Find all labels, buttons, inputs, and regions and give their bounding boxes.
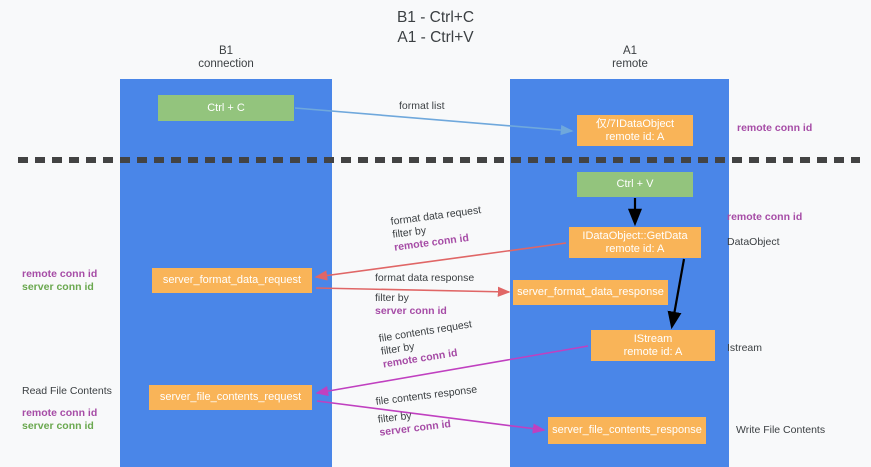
column-caption-a1: A1 remote	[570, 45, 690, 71]
label-left-bot-remote-conn-id: remote conn id	[22, 407, 98, 419]
node-server-file-contents-response[interactable]: server_file_contents_response	[548, 417, 706, 444]
label-left-mid-server-conn-id: server conn id	[22, 281, 94, 293]
node-ctrl-c[interactable]: Ctrl + C	[158, 95, 294, 121]
node-server-file-contents-request[interactable]: server_file_contents_request	[149, 385, 312, 410]
node-server-file-contents-response-label: server_file_contents_response	[552, 424, 702, 436]
filter-prefix-2: filter by	[375, 292, 409, 304]
arrow-label-format-data-response: format data response filter by server co…	[375, 272, 474, 318]
title-line-1: B1 - Ctrl+C	[396, 9, 475, 26]
arrow-label-format-data-request: format data request filter by remote con…	[390, 204, 485, 255]
node-istream[interactable]: IStream remote id: A	[591, 330, 715, 361]
node-idataobject-line2: remote id: A	[605, 130, 665, 143]
column-role-a1: remote	[612, 58, 648, 70]
node-ctrl-c-label: Ctrl + C	[207, 101, 245, 114]
label-right-istream: Istream	[727, 342, 763, 354]
node-getdata-line2: remote id: A	[605, 242, 665, 255]
arrow-label-file-contents-response: file contents response filter by server …	[375, 384, 482, 440]
node-ctrl-v-label: Ctrl + V	[616, 178, 654, 190]
column-name-b1: B1	[218, 45, 234, 57]
node-server-format-data-request-label: server_format_data_request	[162, 274, 302, 286]
file-contents-response-filter: filter by server conn id	[377, 401, 482, 439]
title-line-2: A1 - Ctrl+V	[397, 29, 474, 46]
label-right-dataobject: DataObject	[727, 236, 780, 248]
page-title: B1 - Ctrl+C A1 - Ctrl+V	[0, 8, 871, 48]
node-server-format-data-response-label: server_format_data_response	[517, 286, 664, 298]
node-ctrl-v[interactable]: Ctrl + V	[577, 172, 693, 197]
label-left-bottom-group: Read File Contents remote conn id server…	[22, 385, 112, 433]
node-idataobject[interactable]: 仅/7IDataObject remote id: A	[577, 115, 693, 146]
label-right-top-remote-conn-id: remote conn id	[737, 122, 813, 134]
label-left-mid-group: remote conn id server conn id	[22, 268, 97, 294]
format-data-response-text: format data response	[375, 272, 475, 284]
column-name-a1: A1	[622, 45, 638, 57]
node-istream-line1: IStream	[633, 332, 673, 345]
arrow-label-format-list: format list	[399, 100, 445, 112]
node-server-file-contents-request-label: server_file_contents_request	[159, 391, 302, 403]
node-server-format-data-response[interactable]: server_format_data_response	[513, 280, 668, 305]
label-left-mid-remote-conn-id: remote conn id	[22, 268, 98, 280]
arrow-label-file-contents-request: file contents request filter by remote c…	[378, 318, 477, 371]
label-left-bot-server-conn-id: server conn id	[22, 420, 94, 432]
node-istream-line2: remote id: A	[623, 345, 683, 358]
column-caption-b1: B1 connection	[146, 45, 306, 71]
node-server-format-data-request[interactable]: server_format_data_request	[152, 268, 312, 293]
filter-value-server-conn-id-1: server conn id	[375, 305, 447, 317]
label-right-mid-remote-conn-id: remote conn id	[727, 211, 803, 223]
format-data-response-filter: filter by server conn id	[375, 292, 474, 318]
label-right-write-file-contents: Write File Contents	[736, 424, 826, 436]
node-getdata-line1: IDataObject::GetData	[582, 229, 688, 242]
node-idataobject-line1: 仅/7IDataObject	[595, 117, 675, 130]
column-role-b1: connection	[198, 58, 254, 70]
label-read-file-contents: Read File Contents	[22, 385, 112, 397]
node-idataobject-getdata[interactable]: IDataObject::GetData remote id: A	[569, 227, 701, 258]
